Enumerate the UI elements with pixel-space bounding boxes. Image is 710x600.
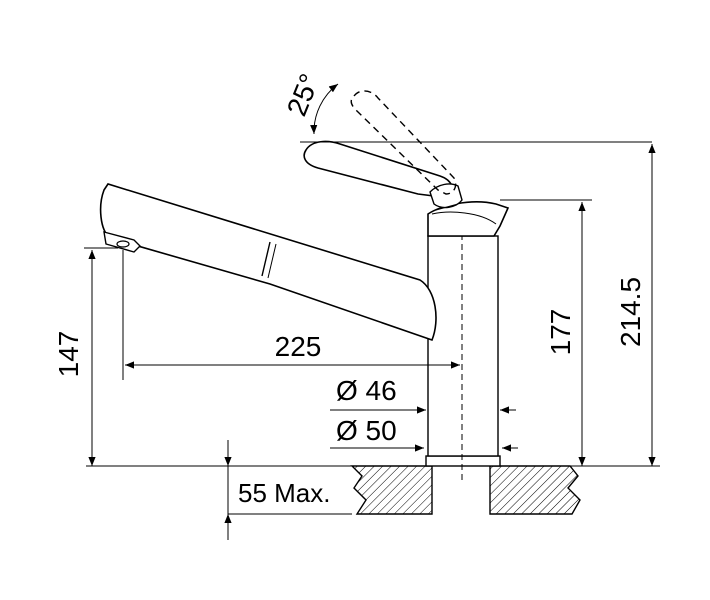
dimension-diameter-46: Ø 46 bbox=[330, 375, 516, 414]
dimension-spout-reach: 225 bbox=[122, 250, 460, 380]
faucet-head bbox=[427, 201, 510, 237]
faucet-base bbox=[425, 455, 501, 467]
dimension-total-height: 214.5 bbox=[615, 144, 656, 466]
spout-reach-label: 225 bbox=[275, 331, 322, 362]
body-height-label: 177 bbox=[545, 309, 576, 356]
dimension-diameter-50: Ø 50 bbox=[330, 415, 518, 452]
dimension-angle: 25° bbox=[281, 69, 652, 143]
lever-raised-position bbox=[350, 90, 457, 195]
spout-height-label: 147 bbox=[53, 331, 84, 378]
total-height-label: 214.5 bbox=[615, 277, 646, 347]
diameter-46-label: Ø 46 bbox=[336, 375, 397, 406]
countertop-left-slab bbox=[350, 465, 433, 515]
max-thickness-label: 55 Max. bbox=[238, 478, 331, 508]
diameter-50-label: Ø 50 bbox=[336, 415, 397, 446]
dimension-max-thickness: 55 Max. bbox=[224, 440, 331, 540]
faucet-column bbox=[427, 235, 499, 457]
faucet bbox=[99, 90, 510, 480]
dimension-spout-height: 147 bbox=[53, 247, 118, 466]
faucet-lever bbox=[303, 140, 454, 199]
angle-label: 25° bbox=[281, 69, 326, 120]
countertop-right-slab bbox=[489, 465, 581, 515]
dimension-body-height: 177 bbox=[500, 199, 592, 466]
faucet-spout bbox=[99, 183, 437, 342]
countertop bbox=[350, 465, 581, 515]
